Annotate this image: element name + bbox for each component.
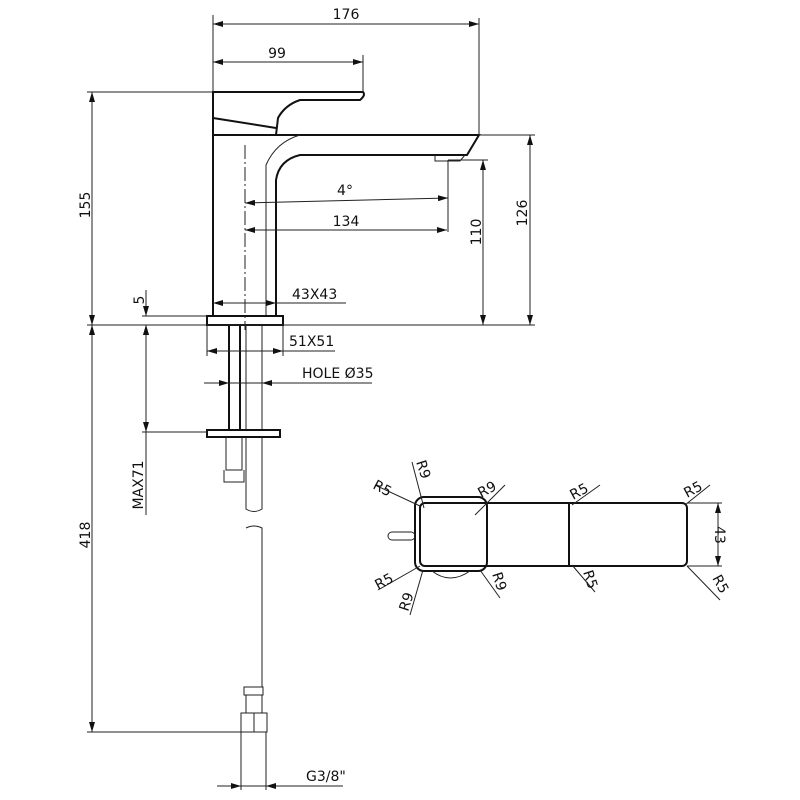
radius-label: R9 <box>397 591 418 614</box>
hose-lower <box>245 525 263 687</box>
radius-label: R9 <box>488 570 509 593</box>
dimensions: 176 99 155 4° 134 110 126 43X43 5 51X51 … <box>78 7 535 789</box>
radius-label: R5 <box>372 571 396 594</box>
radius-label: R9 <box>412 458 433 481</box>
dim-angle: 4° <box>337 183 353 199</box>
dim-126: 126 <box>515 200 531 227</box>
dim-43-top: 43 <box>711 526 727 544</box>
faucet-top-view: 43 R5 R9 R9 R5 R5 R5 R9 R9 R5 R5 <box>370 458 731 616</box>
hose-ring <box>243 686 264 696</box>
spout-inner-line <box>265 134 301 316</box>
dim-5: 5 <box>132 296 148 305</box>
spout-outline <box>213 134 481 316</box>
faucet-side-view <box>206 91 481 790</box>
radius-label: R5 <box>567 481 591 504</box>
top-handle <box>414 496 488 572</box>
dim-g38: G3/8" <box>306 769 346 785</box>
radius-label: R5 <box>708 572 731 596</box>
fixing-nut <box>223 437 245 483</box>
dim-51x51: 51X51 <box>289 334 334 350</box>
top-body <box>419 502 688 567</box>
radius-label: R9 <box>475 479 499 502</box>
dim-176: 176 <box>333 7 360 23</box>
handle-lower-edge <box>212 117 277 129</box>
hose-upper <box>245 437 263 512</box>
dim-134: 134 <box>333 214 360 230</box>
dim-155: 155 <box>78 192 94 219</box>
dim-418: 418 <box>78 522 94 549</box>
dim-max71: MAX71 <box>131 460 147 509</box>
fixing-plate <box>206 429 281 438</box>
handle-outline <box>212 91 365 316</box>
radius-label: R5 <box>681 479 705 502</box>
dim-hole: HOLE Ø35 <box>302 366 373 382</box>
dim-43x43: 43X43 <box>292 287 337 303</box>
top-stub <box>387 531 416 541</box>
top-bottom-arc <box>431 570 471 579</box>
radius-label: R5 <box>370 477 394 500</box>
radius-label: R5 <box>579 568 600 591</box>
dim-110: 110 <box>469 219 485 246</box>
dim-99: 99 <box>268 46 286 62</box>
